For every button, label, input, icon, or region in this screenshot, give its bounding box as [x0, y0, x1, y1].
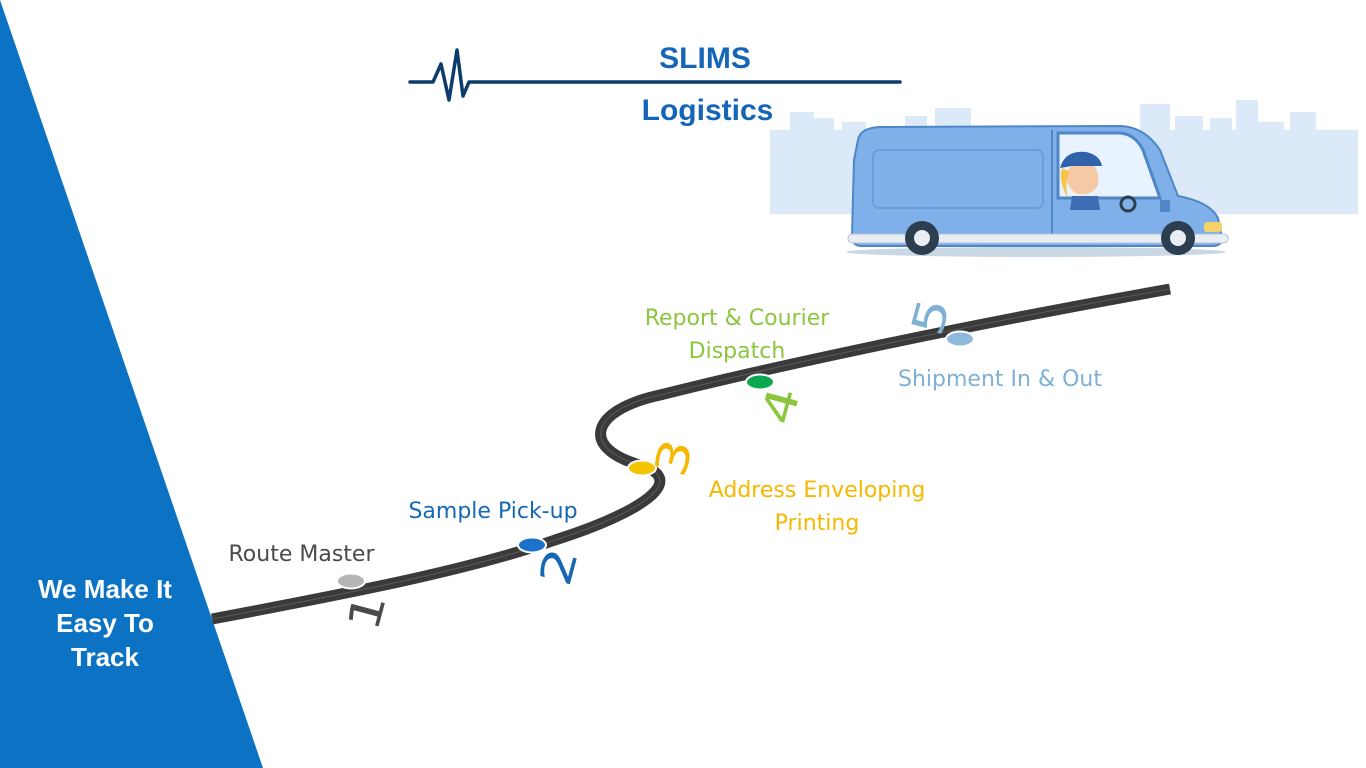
page-subtitle: Logistics [641, 94, 774, 127]
accent-triangle-panel [0, 0, 263, 768]
step-1-marker [336, 572, 366, 590]
step-4-number: 4 [752, 381, 811, 431]
step-5-number: 5 [902, 292, 961, 342]
step-2-label: Sample Pick-up [408, 499, 578, 524]
step-2-marker [517, 536, 547, 554]
step-5-label: Shipment In & Out [898, 367, 1102, 392]
delivery-van-illustration [846, 124, 1229, 257]
step-5-marker [945, 330, 975, 348]
step-2-number: 2 [530, 542, 589, 592]
step-1-number: 1 [338, 587, 397, 637]
brand-title: SLIMS [659, 42, 751, 75]
tagline: We Make It Easy To Track [38, 574, 172, 672]
step-3-number: 3 [645, 433, 704, 483]
step-4-marker [745, 373, 775, 391]
step-1-label: Route Master [228, 542, 375, 567]
step-3-label-line2: Printing [774, 511, 860, 536]
step-4-label-line1: Report & Courier [644, 306, 830, 331]
step-4-label: Report & Courier Dispatch [622, 302, 852, 368]
step-3-label-line1: Address Enveloping [708, 478, 926, 503]
heartbeat-pulse-icon [408, 48, 902, 102]
step-3-label: Address Enveloping Printing [690, 474, 944, 540]
step-4-label-line2: Dispatch [688, 339, 786, 364]
step-3-marker [627, 459, 657, 477]
